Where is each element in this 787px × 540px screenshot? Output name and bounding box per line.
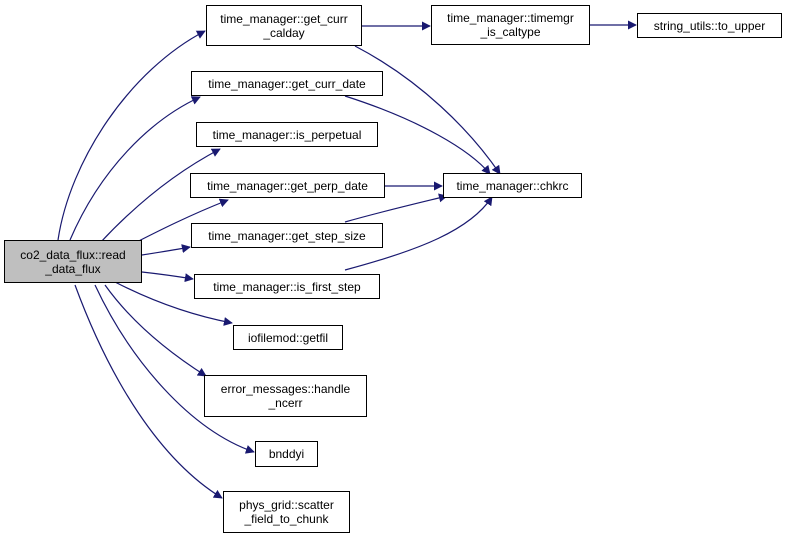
edge-root-is-perpetual (99, 148, 221, 244)
node-co2-read-data-flux: co2_data_flux::read _data_flux (4, 240, 142, 283)
node-label: time_manager::is_first_step (213, 279, 361, 294)
edge-root-get-curr-calday (57, 30, 206, 241)
node-get-perp-date[interactable]: time_manager::get_perp_date (190, 173, 385, 198)
edge-root-getfil (114, 281, 233, 326)
node-label: error_messages::handle _ncerr (220, 382, 351, 410)
node-label: co2_data_flux::read _data_flux (20, 247, 126, 276)
node-handle-ncerr[interactable]: error_messages::handle _ncerr (204, 375, 367, 417)
node-label: iofilemod::getfil (247, 330, 329, 345)
edge-root-get-curr-date (69, 96, 201, 241)
edge-root-is-first-step (141, 271, 194, 283)
edge-firststep-chkrc (344, 196, 493, 271)
node-label: bnddyi (268, 447, 305, 461)
node-get-curr-date[interactable]: time_manager::get_curr_date (191, 71, 383, 96)
edge-root-handle-ncerr (104, 284, 207, 377)
node-label: time_manager::get_curr_date (208, 76, 366, 91)
edge-root-scatter (74, 284, 223, 499)
node-label: phys_grid::scatter _field_to_chunk (239, 498, 334, 526)
node-label: time_manager::get_perp_date (207, 178, 368, 193)
edge-root-bnddyi (94, 284, 255, 454)
node-label: time_manager::get_curr _calday (220, 11, 348, 40)
edge-calday-chkrc (354, 45, 501, 175)
node-get-step-size[interactable]: time_manager::get_step_size (191, 223, 383, 248)
node-to-upper[interactable]: string_utils::to_upper (637, 13, 782, 38)
node-label: time_manager::chkrc (456, 178, 569, 193)
edge-root-get-step-size (141, 244, 191, 256)
edge-currdate-chkrc (344, 95, 491, 175)
node-label: time_manager::is_perpetual (212, 127, 362, 142)
node-getfil[interactable]: iofilemod::getfil (233, 325, 343, 350)
node-label: time_manager::get_step_size (208, 228, 366, 243)
node-bnddyi[interactable]: bnddyi (255, 441, 318, 467)
node-is-perpetual[interactable]: time_manager::is_perpetual (196, 122, 378, 147)
node-label: time_manager::timemgr _is_caltype (447, 11, 574, 39)
node-timemgr-is-caltype[interactable]: time_manager::timemgr _is_caltype (431, 5, 590, 45)
node-is-first-step[interactable]: time_manager::is_first_step (194, 274, 380, 299)
node-scatter-field-to-chunk[interactable]: phys_grid::scatter _field_to_chunk (223, 491, 350, 533)
node-chkrc[interactable]: time_manager::chkrc (443, 173, 582, 198)
edge-stepsize-chkrc (344, 193, 448, 223)
node-label: string_utils::to_upper (653, 18, 766, 33)
node-get-curr-calday[interactable]: time_manager::get_curr _calday (206, 5, 362, 46)
